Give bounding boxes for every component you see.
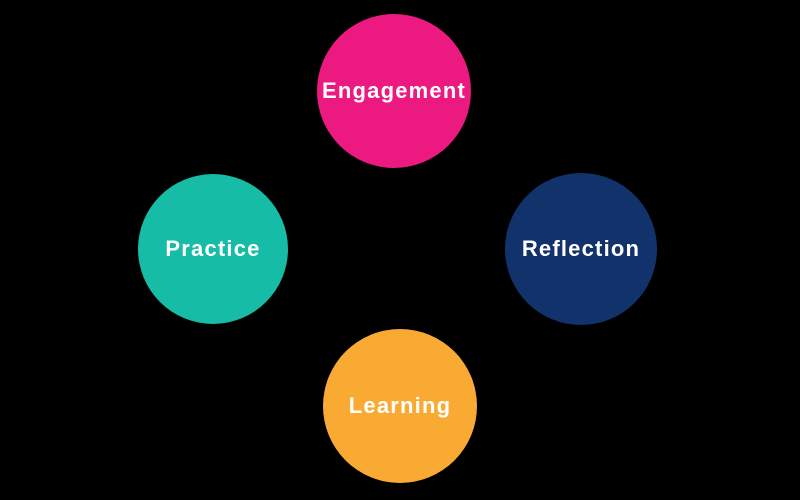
node-engagement-label: Engagement	[321, 78, 467, 103]
node-practice: Practice	[138, 174, 288, 324]
node-learning-label: Learning	[348, 393, 452, 418]
node-reflection: Reflection	[505, 173, 657, 325]
node-learning: Learning	[323, 329, 477, 483]
node-practice-label: Practice	[165, 236, 261, 261]
node-reflection-label: Reflection	[521, 236, 641, 261]
node-engagement: Engagement	[317, 14, 471, 168]
